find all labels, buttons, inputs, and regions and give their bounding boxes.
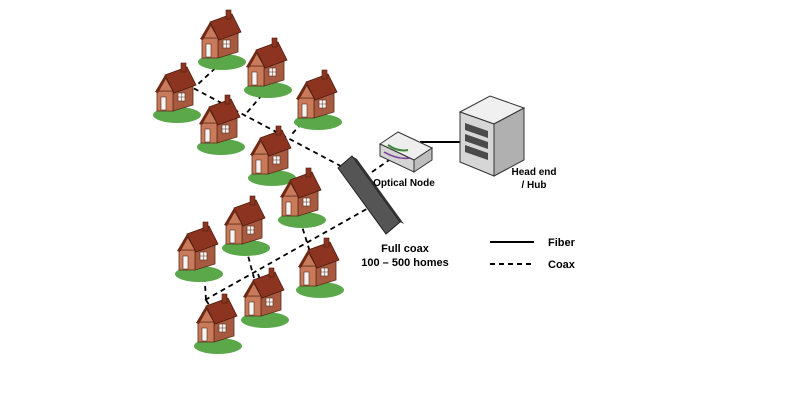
- optical-node-label: Optical Node: [373, 178, 435, 189]
- legend: Fiber Coax: [490, 237, 576, 271]
- house-icon: [247, 125, 297, 187]
- house-icon: [193, 293, 243, 355]
- amplifier-icon: [337, 155, 404, 235]
- headend-label-line2: / Hub: [522, 180, 547, 191]
- coverage-label-line2: 100 – 500 homes: [361, 257, 448, 269]
- house-icon: [295, 237, 345, 299]
- headend-server-icon: [458, 95, 526, 177]
- house-icon: [240, 267, 290, 329]
- house-icon: [221, 195, 271, 257]
- house-icon: [293, 69, 343, 131]
- house-icon: [197, 9, 247, 71]
- coverage-label-line1: Full coax: [381, 243, 430, 255]
- house-icon: [152, 62, 202, 124]
- house-icon: [174, 221, 224, 283]
- optical-node-icon: [378, 131, 434, 173]
- house-icon: [196, 94, 246, 156]
- house-icon: [243, 37, 293, 99]
- legend-coax-label: Coax: [548, 259, 576, 271]
- headend-label-line1: Head end: [511, 167, 556, 178]
- legend-fiber-label: Fiber: [548, 237, 576, 249]
